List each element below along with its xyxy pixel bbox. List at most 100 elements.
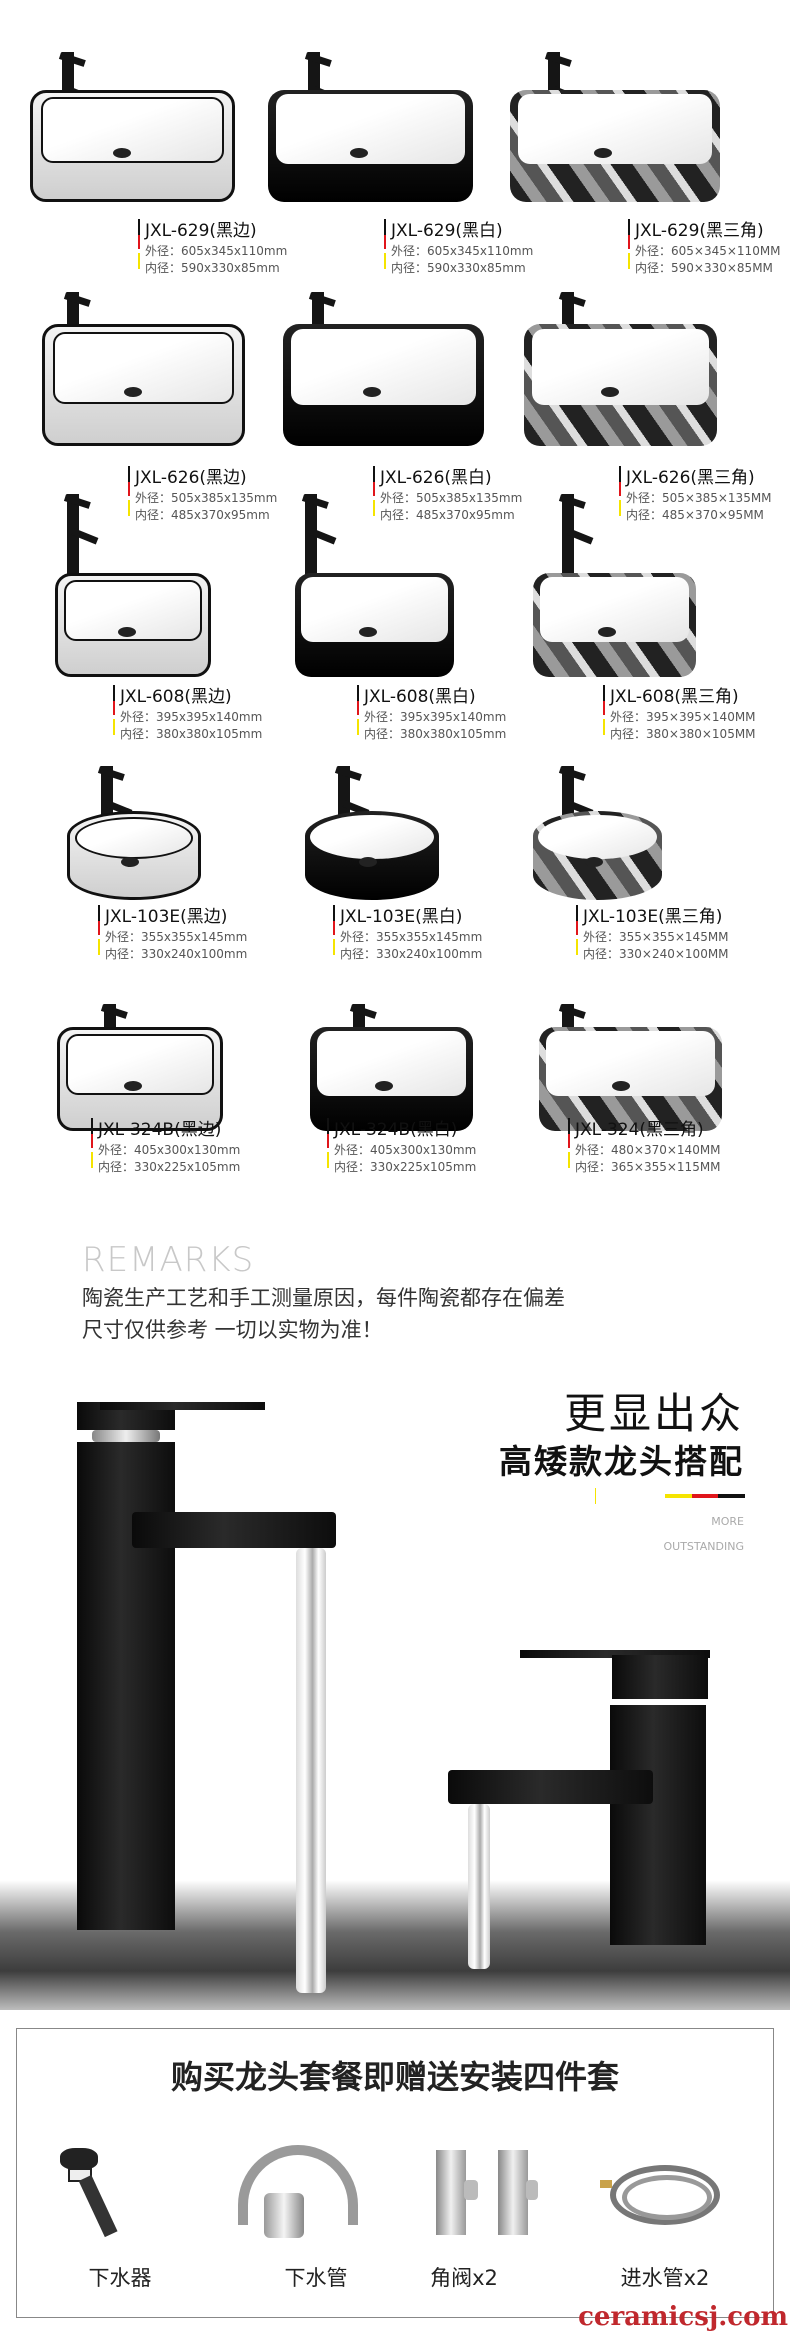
basin-image	[310, 1027, 473, 1131]
inner-dimensions: 内径：485x370x95mm	[380, 508, 515, 522]
inner-dimensions: 内径：330x240x100mm	[340, 947, 483, 961]
product-model: JXL-103E(黑边)	[105, 907, 228, 927]
remarks-heading: REMARKS	[82, 1240, 255, 1280]
product-model: JXL-626(黑边)	[135, 468, 247, 488]
tall-faucet-lever	[100, 1402, 265, 1410]
outer-dimensions: 外径：355x355x145mm	[105, 930, 248, 944]
product-label: JXL-626(黑三角) 外径：505×385×135MM 内径：485×370…	[619, 466, 772, 524]
basin-image	[510, 90, 720, 202]
product-label: JXL-103E(黑边) 外径：355x355x145mm 内径：330x240…	[98, 905, 247, 963]
product-label: JXL-608(黑边) 外径：395x395x140mm 内径：380x380x…	[113, 685, 262, 743]
remarks-line-1: 陶瓷生产工艺和手工测量原因，每件陶瓷都存在偏差	[82, 1286, 565, 1310]
basin-image	[539, 1027, 722, 1131]
inner-dimensions: 内径：330x225x105mm	[98, 1160, 241, 1174]
basin-image	[533, 573, 696, 677]
angle-valve-icon	[436, 2150, 538, 2240]
gift-box	[16, 2028, 774, 2318]
product-model: JXL-608(黑白)	[364, 687, 476, 707]
product-label: JXL-629(黑白) 外径：605x345x110mm 内径：590x330x…	[384, 219, 533, 277]
short-faucet-spout	[448, 1770, 653, 1804]
outer-dimensions: 外径：605x345x110mm	[145, 244, 288, 258]
product-label: JXL-629(黑三角) 外径：605×345×110MM 内径：590×330…	[628, 219, 781, 277]
product-label: JXL-103E(黑白) 外径：355x355x145mm 内径：330x240…	[333, 905, 482, 963]
inner-dimensions: 内径：485×370×95MM	[626, 508, 764, 522]
product-model: JXL-629(黑边)	[145, 221, 257, 241]
inner-dimensions: 内径：485x370x95mm	[135, 508, 270, 522]
basin-image	[524, 324, 717, 446]
product-model: JXL-629(黑白)	[391, 221, 503, 241]
inner-dimensions: 内径：330x225x105mm	[334, 1160, 477, 1174]
tall-faucet-water	[296, 1548, 326, 1993]
outer-dimensions: 外径：605x345x110mm	[391, 244, 534, 258]
inner-dimensions: 内径：330x240x100mm	[105, 947, 248, 961]
product-label: JXL-324(黑三角) 外径：480×370×140MM 内径：365×355…	[568, 1118, 721, 1176]
outer-dimensions: 外径：355x355x145mm	[340, 930, 483, 944]
product-label: JXL-608(黑白) 外径：395x395x140mm 内径：380x380x…	[357, 685, 506, 743]
inner-dimensions: 内径：590×330×85MM	[635, 261, 773, 275]
more-label: MORE	[711, 1515, 744, 1528]
basin-image	[533, 811, 662, 900]
inner-dimensions: 内径：590x330x85mm	[145, 261, 280, 275]
basin-image	[42, 324, 245, 446]
product-model: JXL-626(黑白)	[380, 468, 492, 488]
short-faucet-body	[610, 1705, 706, 1945]
product-model: JXL-608(黑边)	[120, 687, 232, 707]
outstanding-label: OUTSTANDING	[663, 1540, 745, 1553]
basin-image	[30, 90, 235, 202]
product-label: JXL-626(黑白) 外径：505x385x135mm 内径：485x370x…	[373, 466, 522, 524]
faucet-image	[558, 494, 594, 593]
outer-dimensions: 外径：605×345×110MM	[635, 244, 781, 258]
remarks-line-2: 尺寸仅供参考 一切以实物为准！	[82, 1318, 383, 1342]
product-label: JXL-324B(黑白) 外径：405x300x130mm 内径：330x225…	[327, 1118, 476, 1176]
product-label: JXL-103E(黑三角) 外径：355×355×145MM 内径：330×24…	[576, 905, 729, 963]
faucet-image	[301, 494, 337, 593]
outer-dimensions: 外径：395×395×140MM	[610, 710, 756, 724]
inner-dimensions: 内径：380×380×105MM	[610, 727, 756, 741]
tall-faucet-spout	[132, 1512, 336, 1548]
color-stripe	[665, 1494, 746, 1498]
inner-dimensions: 内径：590x330x85mm	[391, 261, 526, 275]
product-label: JXL-324B(黑边) 外径：405x300x130mm 内径：330x225…	[91, 1118, 240, 1176]
drain-pipe-icon	[238, 2145, 368, 2240]
gift-title: 购买龙头套餐即赠送安装四件套	[170, 2058, 619, 2096]
product-model: JXL-324B(黑白)	[334, 1120, 458, 1140]
section-subheadline: 高矮款龙头搭配	[499, 1442, 744, 1481]
section-headline: 更显出众	[563, 1389, 744, 1438]
product-model: JXL-324B(黑边)	[98, 1120, 222, 1140]
outer-dimensions: 外径：405x300x130mm	[98, 1143, 241, 1157]
product-model: JXL-626(黑三角)	[626, 468, 755, 488]
outer-dimensions: 外径：505x385x135mm	[135, 491, 278, 505]
tall-faucet-chrome-ring	[92, 1430, 160, 1442]
basin-image	[268, 90, 473, 202]
basin-image	[305, 811, 439, 900]
outer-dimensions: 外径：480×370×140MM	[575, 1143, 721, 1157]
basin-image	[55, 573, 211, 677]
product-model: JXL-103E(黑白)	[340, 907, 463, 927]
short-faucet-lever	[520, 1650, 710, 1658]
inner-dimensions: 内径：380x380x105mm	[120, 727, 263, 741]
basin-image	[57, 1027, 223, 1131]
drain-icon	[60, 2148, 120, 2238]
product-model: JXL-629(黑三角)	[635, 221, 764, 241]
short-faucet-handle	[612, 1655, 708, 1699]
product-label: JXL-626(黑边) 外径：505x385x135mm 内径：485x370x…	[128, 466, 277, 524]
gift-item-label: 角阀x2	[430, 2266, 498, 2290]
product-label: JXL-629(黑边) 外径：605x345x110mm 内径：590x330x…	[138, 219, 287, 277]
product-model: JXL-103E(黑三角)	[583, 907, 723, 927]
yellow-tick	[595, 1488, 596, 1504]
gift-item-label: 下水管	[284, 2266, 348, 2290]
faucet-image	[63, 494, 99, 593]
product-model: JXL-324(黑三角)	[575, 1120, 704, 1140]
basin-image	[283, 324, 484, 446]
inlet-hose-icon	[600, 2160, 730, 2230]
outer-dimensions: 外径：395x395x140mm	[120, 710, 263, 724]
outer-dimensions: 外径：505×385×135MM	[626, 491, 772, 505]
outer-dimensions: 外径：505x385x135mm	[380, 491, 523, 505]
basin-image	[67, 811, 201, 900]
outer-dimensions: 外径：395x395x140mm	[364, 710, 507, 724]
product-label: JXL-608(黑三角) 外径：395×395×140MM 内径：380×380…	[603, 685, 756, 743]
watermark: ceramicsj.com	[578, 2302, 788, 2332]
outer-dimensions: 外径：405x300x130mm	[334, 1143, 477, 1157]
inner-dimensions: 内径：330×240×100MM	[583, 947, 729, 961]
inner-dimensions: 内径：380x380x105mm	[364, 727, 507, 741]
